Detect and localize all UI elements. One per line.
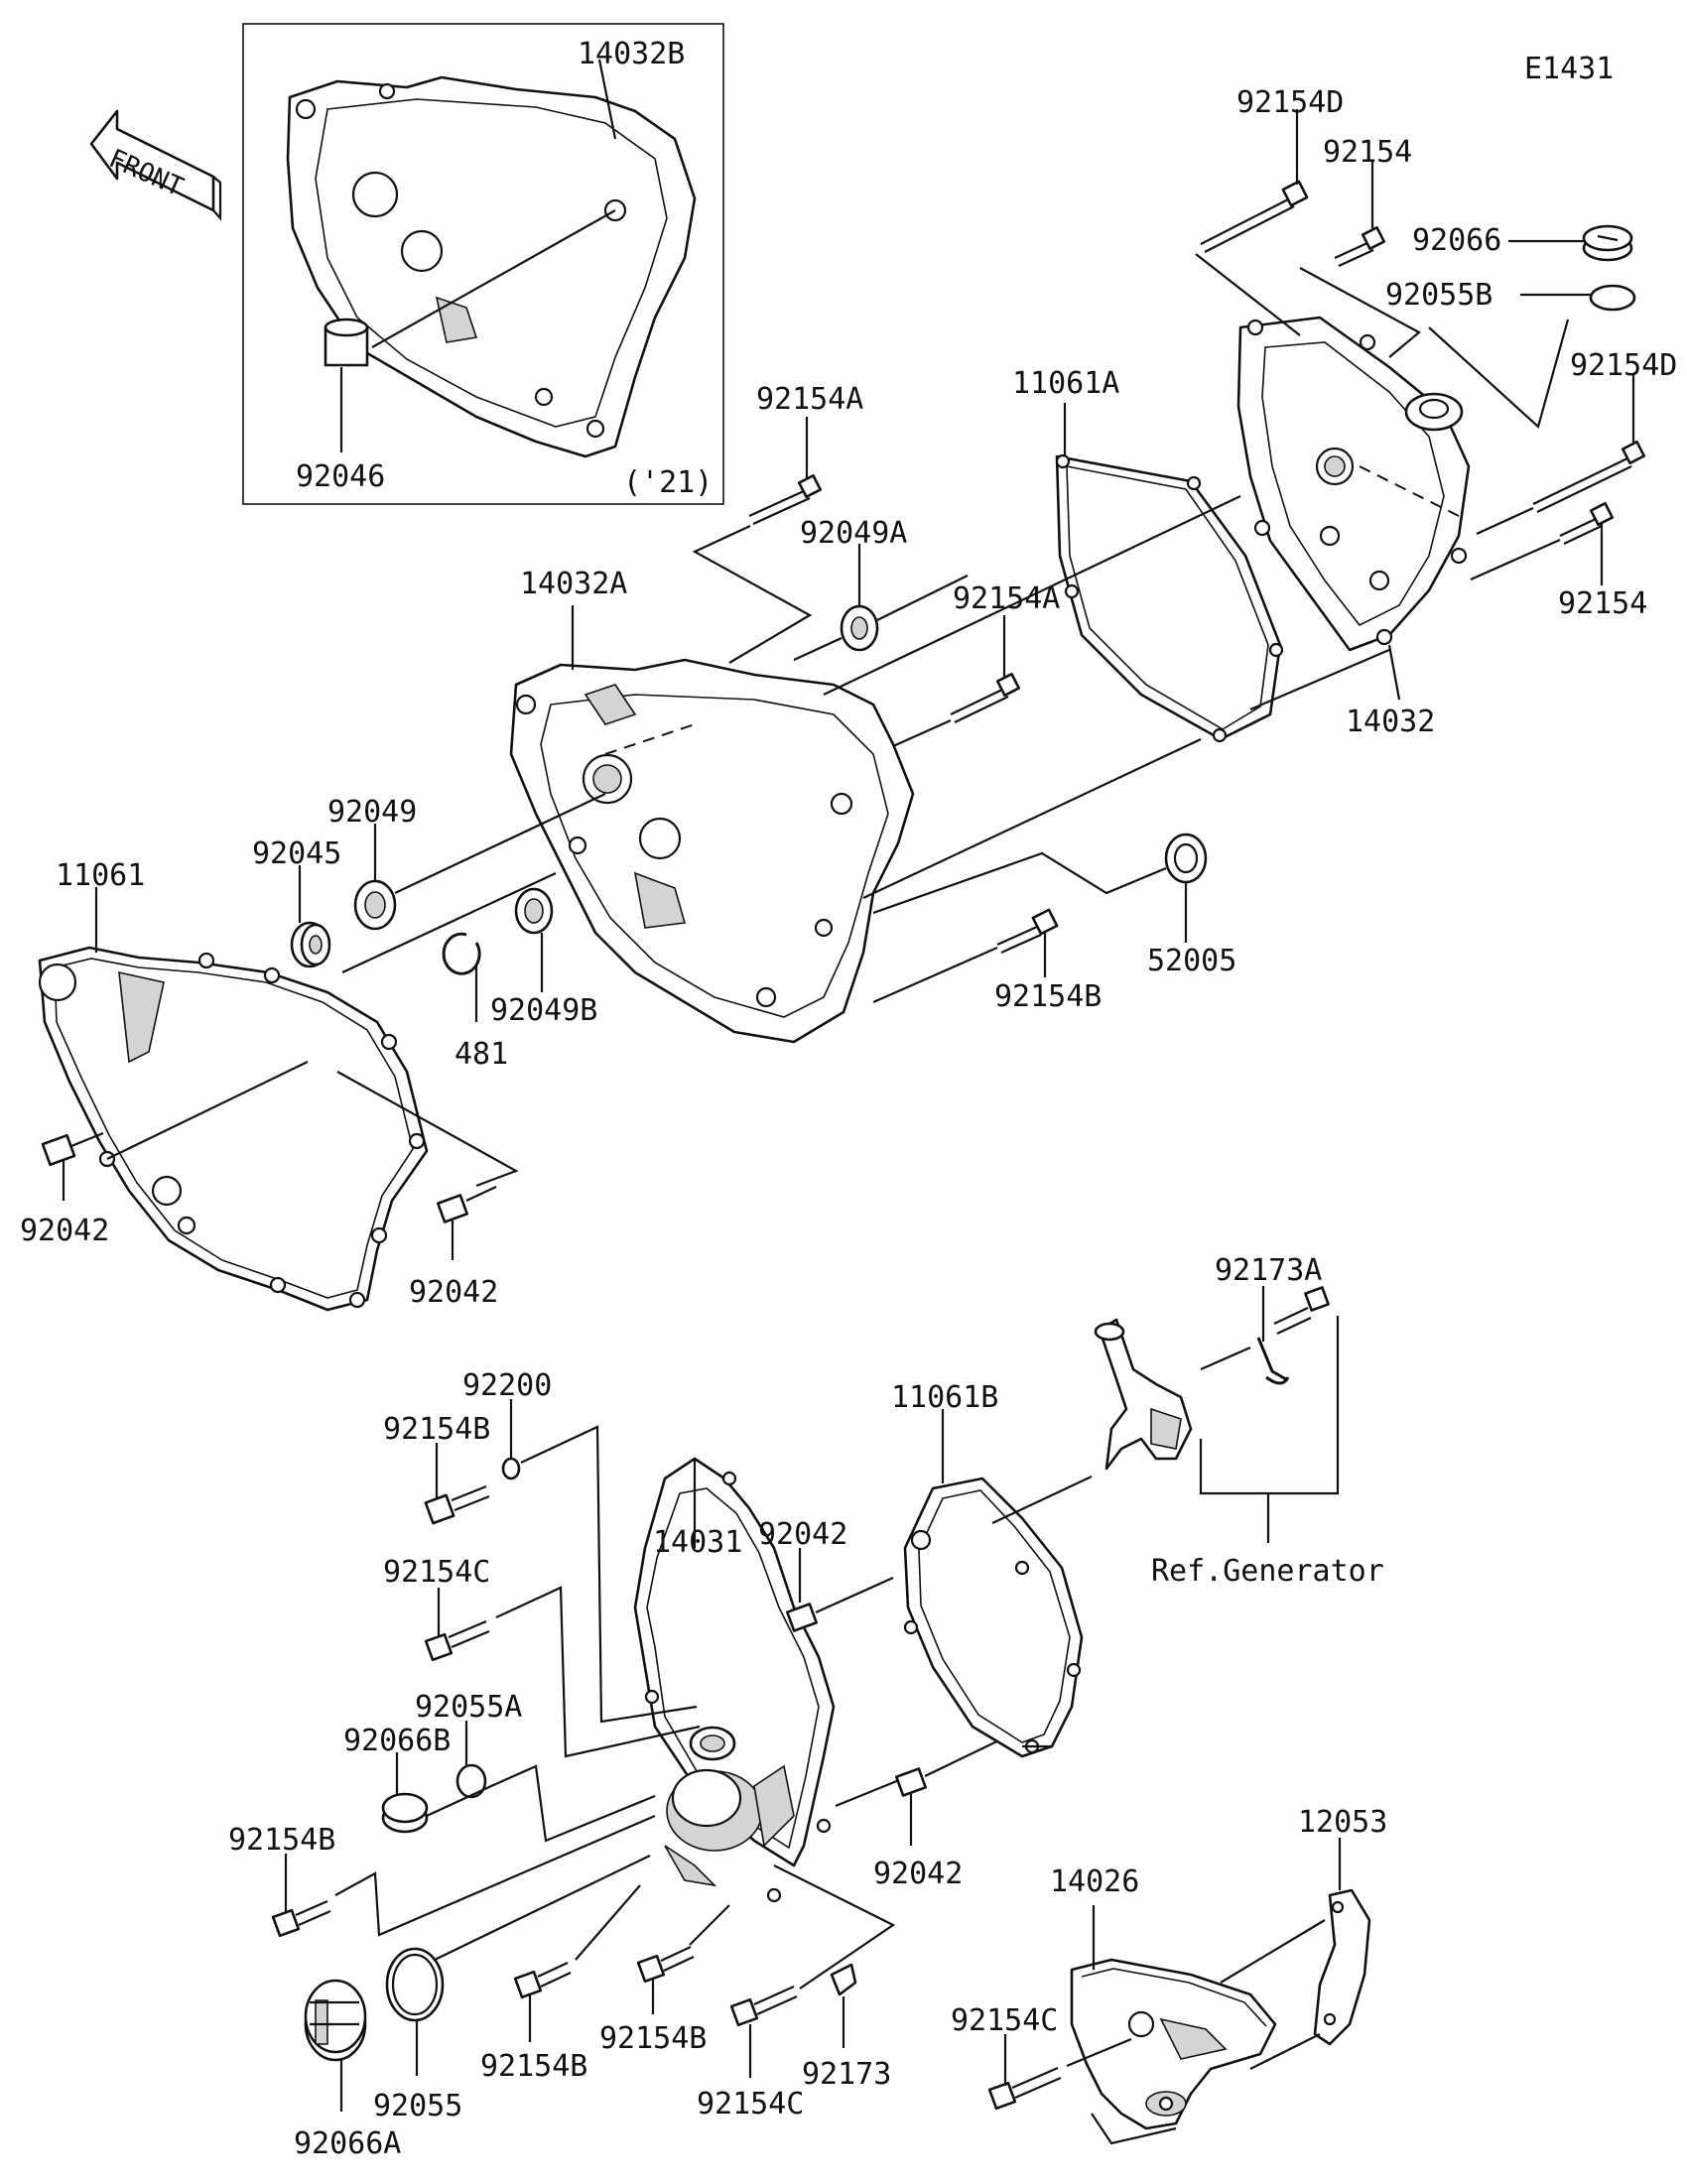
bolt-92154d-top <box>1200 180 1309 253</box>
label-92045: 92045 <box>252 836 341 871</box>
ref-generator-label: Ref.Generator <box>1151 1554 1384 1589</box>
bolt-92154a-top <box>748 473 823 526</box>
washer-92200 <box>501 1457 521 1480</box>
bolt-92154-right <box>1559 501 1615 545</box>
label-14032b: 14032B <box>578 37 685 71</box>
bolt-92154c-left <box>424 1619 490 1662</box>
clutch-cover-14031 <box>633 1457 836 1903</box>
label-92200: 92200 <box>462 1368 552 1403</box>
label-92042-low: 92042 <box>873 1857 963 1891</box>
label-92049a: 92049A <box>800 516 907 551</box>
label-92154a-top: 92154A <box>756 382 863 417</box>
bolt-92154d-right <box>1532 440 1646 513</box>
pickup-coil <box>1094 1318 1193 1471</box>
label-92049: 92049 <box>327 795 417 830</box>
label-14031: 14031 <box>653 1525 742 1560</box>
outer-cover-14032 <box>1236 316 1471 652</box>
label-92154b-bottom2: 92154B <box>599 2021 707 2056</box>
label-92042-mid: 92042 <box>409 1275 498 1310</box>
label-92049b: 92049B <box>490 993 597 1028</box>
dowel-92042-low <box>895 1767 927 1797</box>
label-52005: 52005 <box>1147 944 1236 978</box>
label-92042-left: 92042 <box>20 1214 109 1248</box>
plug-92066 <box>1582 224 1633 262</box>
oring-92055 <box>385 1947 445 2022</box>
clip-92173a <box>1256 1337 1290 1385</box>
label-92066: 92066 <box>1412 223 1501 258</box>
bearing-92045 <box>290 921 331 968</box>
label-92154a-mid: 92154A <box>953 581 1060 616</box>
oring-92055a <box>455 1763 487 1799</box>
bolt-92154b-upper <box>996 908 1059 955</box>
diagram-code: E1431 <box>1524 52 1614 86</box>
label-92055a: 92055A <box>415 1690 522 1725</box>
label-481: 481 <box>454 1037 508 1072</box>
seal-92049a <box>840 604 879 652</box>
label-92154c-bottom: 92154C <box>697 2087 804 2121</box>
label-11061a: 11061A <box>1012 366 1119 401</box>
bolt-92154b-lowleft <box>271 1899 331 1938</box>
label-14032a: 14032A <box>520 567 627 601</box>
label-92154d-right: 92154D <box>1570 348 1677 383</box>
label-92055b: 92055B <box>1385 278 1492 313</box>
label-inset-year: ('21) <box>623 465 713 500</box>
middle-cover-14032a <box>509 658 915 1044</box>
label-92154b-upper: 92154B <box>994 979 1102 1014</box>
label-92154-top: 92154 <box>1323 135 1412 170</box>
bolt-92154c-bottom <box>729 1985 798 2027</box>
gasket-11061b <box>903 1477 1084 1758</box>
dowel-92042-mid <box>437 1194 468 1223</box>
label-92154b-lowleft: 92154B <box>228 1823 335 1858</box>
oring-92055b <box>1589 284 1636 312</box>
label-92042-cover: 92042 <box>758 1517 847 1552</box>
clip-92173 <box>830 1963 857 1996</box>
bolt-92154c-guard <box>987 2066 1062 2111</box>
label-92154c-guard: 92154C <box>951 2003 1058 2038</box>
gasket-11061a <box>1055 453 1284 743</box>
label-11061b: 11061B <box>891 1380 998 1415</box>
bolt-92154b-bottom1 <box>513 1962 572 1999</box>
label-92154b-bottom1: 92154B <box>480 2049 587 2084</box>
dowel-92042-left <box>41 1133 76 1167</box>
label-92154b-left: 92154B <box>383 1412 490 1447</box>
label-92154c-left: 92154C <box>383 1555 490 1590</box>
bracket-12053 <box>1313 1888 1371 2046</box>
plug-92066b <box>381 1792 429 1834</box>
label-92173: 92173 <box>802 2057 891 2092</box>
label-92173a: 92173A <box>1215 1253 1322 1288</box>
bolt-92154a-mid <box>950 672 1021 723</box>
seal-92049 <box>353 879 397 931</box>
label-92066a: 92066A <box>294 2126 401 2161</box>
label-14026: 14026 <box>1050 1864 1139 1899</box>
bolt-92154-top <box>1334 225 1386 268</box>
label-92055: 92055 <box>373 2089 462 2123</box>
guard-14026 <box>1070 1958 1277 2130</box>
label-12053: 12053 <box>1298 1805 1387 1840</box>
dowel-92042-cover <box>786 1603 818 1632</box>
plug-92066a <box>304 1979 367 2062</box>
bolt-generator <box>1273 1286 1330 1335</box>
seal-52005 <box>1164 833 1208 884</box>
label-92046: 92046 <box>296 459 385 494</box>
label-14032: 14032 <box>1346 705 1435 739</box>
inner-cover-14032b <box>286 75 697 458</box>
bearing-92046 <box>324 318 369 367</box>
label-92154d-top: 92154D <box>1236 85 1344 120</box>
label-11061: 11061 <box>56 858 145 893</box>
inset-box <box>242 23 724 505</box>
label-92154-right: 92154 <box>1558 586 1647 621</box>
gasket-11061 <box>38 946 429 1312</box>
bolt-92154b-bottom2 <box>636 1946 695 1984</box>
seal-92049b <box>514 887 554 935</box>
bolt-92154b-left <box>424 1484 490 1525</box>
circlip-481 <box>442 932 481 975</box>
label-92066b: 92066B <box>343 1724 451 1758</box>
front-arrow-icon: FRONT <box>89 109 222 221</box>
